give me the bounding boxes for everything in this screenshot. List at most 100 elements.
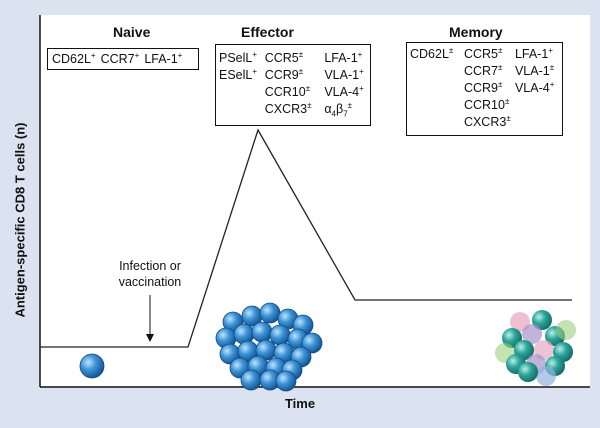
marker-sign: ± xyxy=(549,62,555,72)
marker-sign: + xyxy=(134,50,140,60)
effector-marker: CCR9± xyxy=(265,67,325,84)
memory-marker: LFA-1+ xyxy=(515,46,562,63)
effector-cell xyxy=(301,332,323,354)
marker-sign: + xyxy=(90,50,96,60)
effector-col-1: PSelL+ESelL+ xyxy=(219,50,265,118)
marker-name: LFA-1 xyxy=(324,51,358,65)
x-axis-label-text: Time xyxy=(284,396,316,411)
naive-title: Naive xyxy=(113,24,151,40)
memory-col-3: LFA-1+VLA-1±VLA-4+ xyxy=(515,46,562,131)
marker-sign: ± xyxy=(298,49,304,59)
marker-name: CXCR3 xyxy=(463,115,507,129)
naive-marker: CD62L+ xyxy=(52,51,96,68)
marker-sign: + xyxy=(252,49,258,59)
memory-cell-cluster-icon xyxy=(495,310,576,386)
marker-name: VLA-4 xyxy=(324,85,360,99)
marker-name: CD62L xyxy=(52,52,91,66)
effector-marker: PSelL+ xyxy=(219,50,265,67)
marker-name: PSelL xyxy=(219,51,253,65)
marker-name: LFA-1 xyxy=(144,52,178,66)
marker-sign: ± xyxy=(506,113,511,123)
marker-sign: ± xyxy=(448,45,454,55)
marker-name: CCR10 xyxy=(264,85,306,99)
memory-columns: CD62L± CCR5±CCR7±CCR9±CCR10±CXCR3± LFA-1… xyxy=(410,46,562,131)
effector-marker: CXCR3± xyxy=(265,101,325,118)
memory-marker: CCR9± xyxy=(464,80,515,97)
infection-annotation: Infection or vaccination xyxy=(100,258,200,290)
marker-sign: + xyxy=(252,66,258,76)
effector-marker: CCR10± xyxy=(265,84,325,101)
y-axis-label: Antigen-specific CD8 T cells (n) xyxy=(12,122,28,318)
marker-name: VLA-1 xyxy=(514,64,550,78)
effector-cell xyxy=(240,369,262,391)
memory-cell xyxy=(532,310,552,330)
marker-sign: + xyxy=(549,79,555,89)
marker-name: VLA-4 xyxy=(514,81,550,95)
marker-name: CCR5 xyxy=(264,51,299,65)
effector-cell xyxy=(259,302,281,324)
effector-cell-cluster-icon xyxy=(215,302,323,392)
memory-title: Memory xyxy=(449,24,503,40)
memory-marker: CCR5± xyxy=(464,46,515,63)
marker-sign: ± xyxy=(298,66,304,76)
memory-marker: VLA-1± xyxy=(515,63,562,80)
effector-marker: LFA-1+ xyxy=(324,50,370,67)
effector-columns: PSelL+ESelL+ CCR5±CCR9±CCR10±CXCR3± LFA-… xyxy=(219,50,370,118)
marker-sign: + xyxy=(359,66,364,76)
marker-sign: ± xyxy=(305,83,311,93)
marker-name: CCR7 xyxy=(463,64,498,78)
memory-marker: VLA-4+ xyxy=(515,80,562,97)
memory-col-1: CD62L± xyxy=(410,46,464,131)
memory-cell xyxy=(518,362,538,382)
marker-name: ESelL xyxy=(219,68,253,82)
effector-marker: VLA-4+ xyxy=(324,84,370,101)
marker-sign: + xyxy=(359,83,364,93)
effector-cell xyxy=(275,370,297,392)
marker-sign: + xyxy=(548,45,553,55)
marker-name: CCR7 xyxy=(100,52,135,66)
marker-sign: + xyxy=(177,50,183,60)
effector-marker: ESelL+ xyxy=(219,67,265,84)
effector-cell xyxy=(233,323,255,345)
memory-marker-box: CD62L± CCR5±CCR7±CCR9±CCR10±CXCR3± LFA-1… xyxy=(406,42,563,136)
memory-marker: CCR10± xyxy=(464,97,515,114)
effector-marker: CCR5± xyxy=(265,50,325,67)
marker-sign: ± xyxy=(497,45,503,55)
marker-name: CCR9 xyxy=(264,68,299,82)
marker-sign: ± xyxy=(307,100,312,110)
effector-col-2: CCR5±CCR9±CCR10±CXCR3± xyxy=(265,50,325,118)
effector-marker-box: PSelL+ESelL+ CCR5±CCR9±CCR10±CXCR3± LFA-… xyxy=(215,44,371,126)
marker-sign: ± xyxy=(497,79,503,89)
infection-line-2: vaccination xyxy=(118,275,182,289)
response-curve xyxy=(40,128,572,348)
infection-arrowhead xyxy=(146,334,154,342)
marker-sign: + xyxy=(357,49,363,59)
marker-name: CD62L xyxy=(410,47,449,61)
effector-col-3: LFA-1+VLA-1+VLA-4+α4β7± xyxy=(324,50,370,118)
memory-cell xyxy=(522,324,542,344)
memory-marker: CXCR3± xyxy=(464,114,515,131)
effector-title: Effector xyxy=(241,24,294,40)
marker-name: CXCR3 xyxy=(264,102,308,116)
marker-name: CCR10 xyxy=(463,98,505,112)
naive-marker: LFA-1+ xyxy=(144,51,182,68)
marker-name: CCR9 xyxy=(463,81,498,95)
memory-cell xyxy=(536,366,556,386)
effector-cell xyxy=(269,324,291,346)
naive-marker-box: CD62L+CCR7+LFA-1+ xyxy=(47,48,199,70)
memory-col-2: CCR5±CCR7±CCR9±CCR10±CXCR3± xyxy=(464,46,515,131)
marker-name: LFA-1 xyxy=(514,47,549,61)
memory-marker: CD62L± xyxy=(410,46,464,63)
effector-integrin-marker: α4β7± xyxy=(324,100,353,119)
naive-cell-icon xyxy=(79,353,105,379)
memory-cell xyxy=(556,320,576,340)
effector-cell xyxy=(251,321,273,343)
marker-sign: ± xyxy=(504,96,510,106)
marker-name: VLA-1 xyxy=(324,68,360,82)
memory-marker: CCR7± xyxy=(464,63,515,80)
marker-sign: ± xyxy=(497,62,503,72)
naive-marker: CCR7+ xyxy=(101,51,140,68)
infection-line-1: Infection or xyxy=(119,259,181,273)
